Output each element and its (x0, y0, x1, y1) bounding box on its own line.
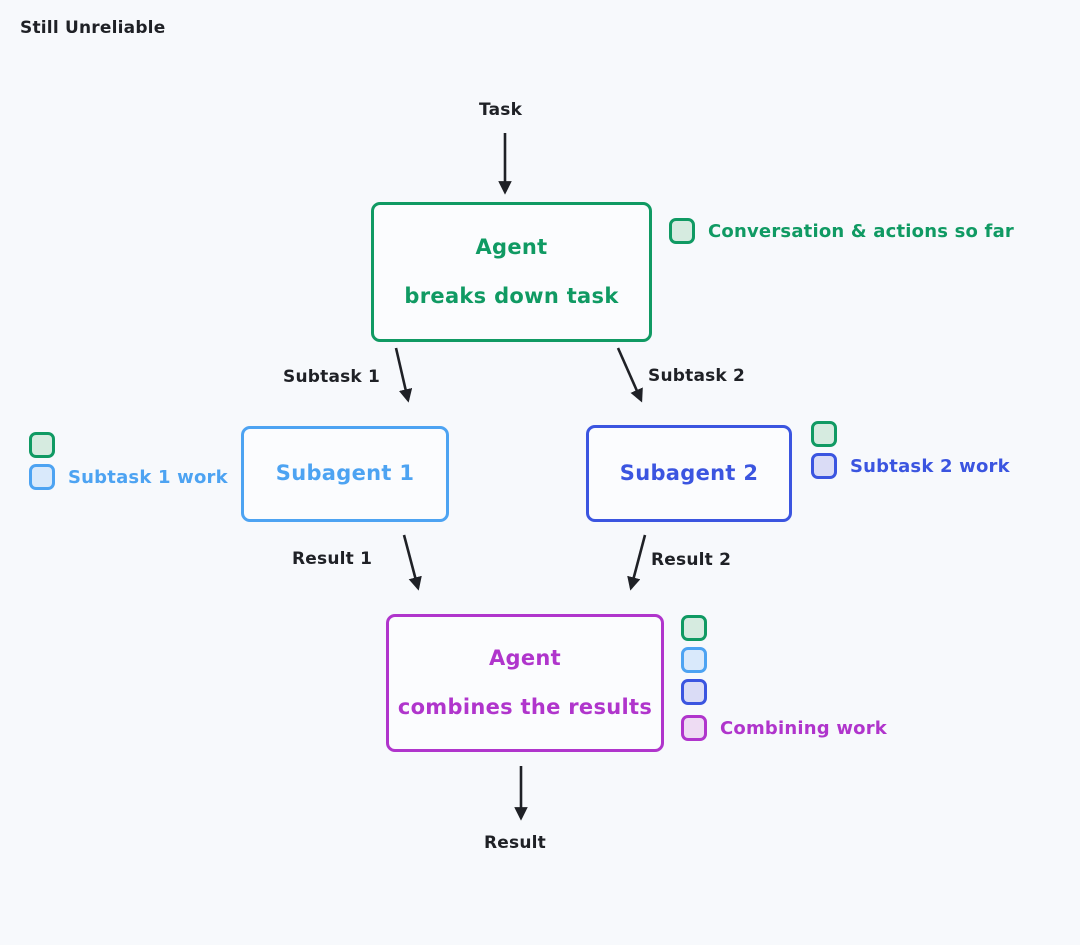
legend-subtask-2-row-indigo: Subtask 2 work (811, 453, 1010, 479)
legend-subtask-1: Subtask 1 work (29, 432, 228, 490)
legend-subtask-1-row-green (29, 432, 55, 458)
legend-orchestrator: Conversation & actions so far (669, 218, 1014, 244)
legend-chip-purple-icon (681, 715, 707, 741)
arrow-subtask-1 (394, 347, 413, 403)
legend-chip-blue-icon (29, 464, 55, 490)
node-subagent-2-label: Subagent 2 (619, 460, 759, 485)
legend-combiner-label: Combining work (720, 717, 887, 739)
legend-subtask-2-row-green (811, 421, 837, 447)
legend-subtask-2-label: Subtask 2 work (850, 455, 1010, 477)
arrow-subtask-2 (616, 347, 643, 403)
legend-chip-green-icon (29, 432, 55, 458)
node-agent-breaks-down-task-line-1: Agent (475, 234, 548, 259)
legend-combiner-row-blue (681, 647, 887, 673)
legend-orchestrator-label: Conversation & actions so far (708, 220, 1015, 242)
legend-subtask-1-row-blue: Subtask 1 work (29, 464, 228, 490)
legend-combiner-row-green (681, 615, 887, 641)
node-agent-combines-results-line-2: combines the results (397, 695, 653, 719)
legend-combiner-row-purple: Combining work (681, 715, 887, 741)
legend-chip-green-icon (811, 421, 837, 447)
legend-combiner-row-indigo (681, 679, 887, 705)
edge-label-subtask-2: Subtask 2 (648, 366, 746, 386)
legend-chip-green-icon (681, 615, 707, 641)
edge-label-subtask-1: Subtask 1 (283, 367, 381, 387)
node-agent-combines-results-line-1: Agent (488, 645, 562, 670)
legend-chip-indigo-icon (681, 679, 707, 705)
edge-label-task: Task (479, 100, 523, 120)
arrow-result-2 (627, 534, 647, 591)
edge-label-result-1: Result 1 (292, 549, 373, 569)
legend-subtask-1-label: Subtask 1 work (68, 466, 228, 488)
node-agent-breaks-down-task-line-2: breaks down task (404, 284, 619, 308)
node-subagent-2[interactable]: Subagent 2 (586, 425, 792, 522)
edge-label-result-2: Result 2 (651, 550, 732, 570)
legend-chip-green-icon (669, 218, 695, 244)
node-subagent-1[interactable]: Subagent 1 (241, 426, 449, 522)
legend-combiner: Combining work (681, 615, 887, 741)
node-agent-combines-results[interactable]: Agent combines the results (386, 614, 664, 752)
legend-chip-blue-icon (681, 647, 707, 673)
legend-subtask-2: Subtask 2 work (811, 421, 1010, 479)
arrow-result-1 (402, 534, 422, 591)
edge-label-result: Result (484, 833, 546, 853)
node-subagent-1-label: Subagent 1 (275, 461, 415, 486)
node-agent-breaks-down-task[interactable]: Agent breaks down task (371, 202, 652, 342)
legend-chip-indigo-icon (811, 453, 837, 479)
page-title: Still Unreliable (20, 18, 166, 38)
